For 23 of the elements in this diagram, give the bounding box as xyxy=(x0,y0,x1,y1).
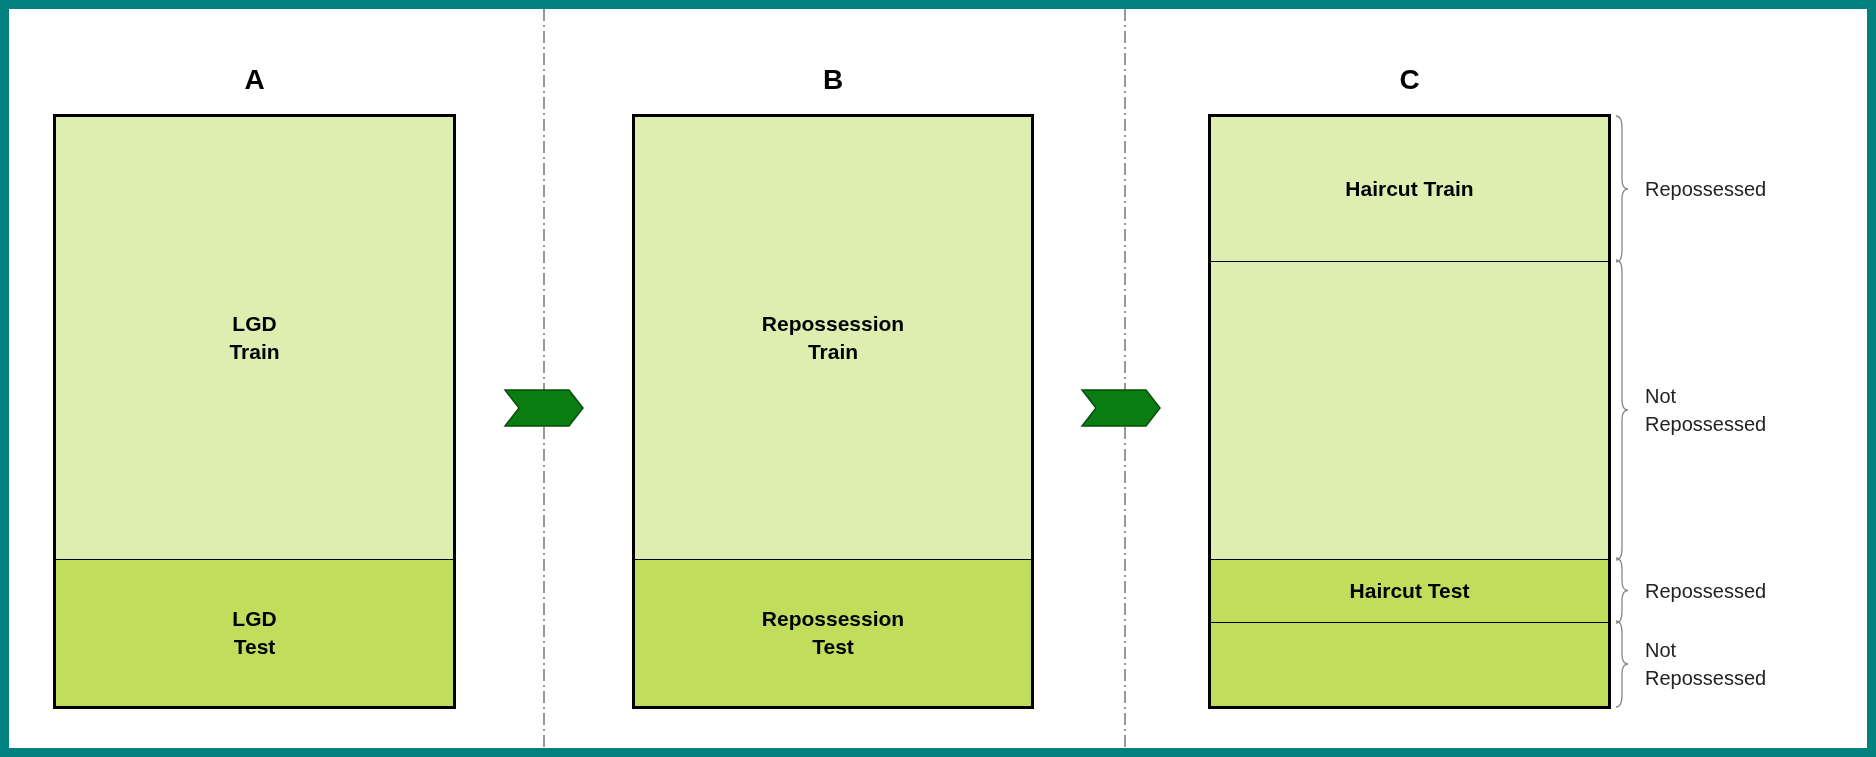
column-heading: A xyxy=(244,63,265,97)
segment-label: Haircut Test xyxy=(1348,578,1471,604)
train-segment xyxy=(56,117,453,559)
chevron-arrow xyxy=(1080,389,1161,427)
segment-label: Repossession Test xyxy=(760,606,906,660)
segment-label: Haircut Train xyxy=(1344,176,1475,202)
test-segment xyxy=(56,559,453,706)
segment-label: LGD Test xyxy=(231,606,278,660)
chevron-arrow xyxy=(503,389,584,427)
brace-label: Not Repossessed xyxy=(1645,384,1768,437)
brace-label: Repossessed xyxy=(1645,578,1768,604)
train-segment xyxy=(1211,117,1608,261)
test-segment xyxy=(1211,559,1608,622)
segment-label: LGD Train xyxy=(228,311,281,365)
train-segment xyxy=(1211,261,1608,559)
brace-label: Repossessed xyxy=(1645,177,1768,202)
segment-label: Repossession Train xyxy=(760,311,906,365)
column-heading: B xyxy=(822,63,844,97)
column-heading: C xyxy=(1399,63,1420,97)
test-segment xyxy=(635,559,1031,706)
test-segment xyxy=(1211,622,1608,706)
brace-label: Not Repossessed xyxy=(1645,638,1768,691)
train-segment xyxy=(635,117,1031,559)
